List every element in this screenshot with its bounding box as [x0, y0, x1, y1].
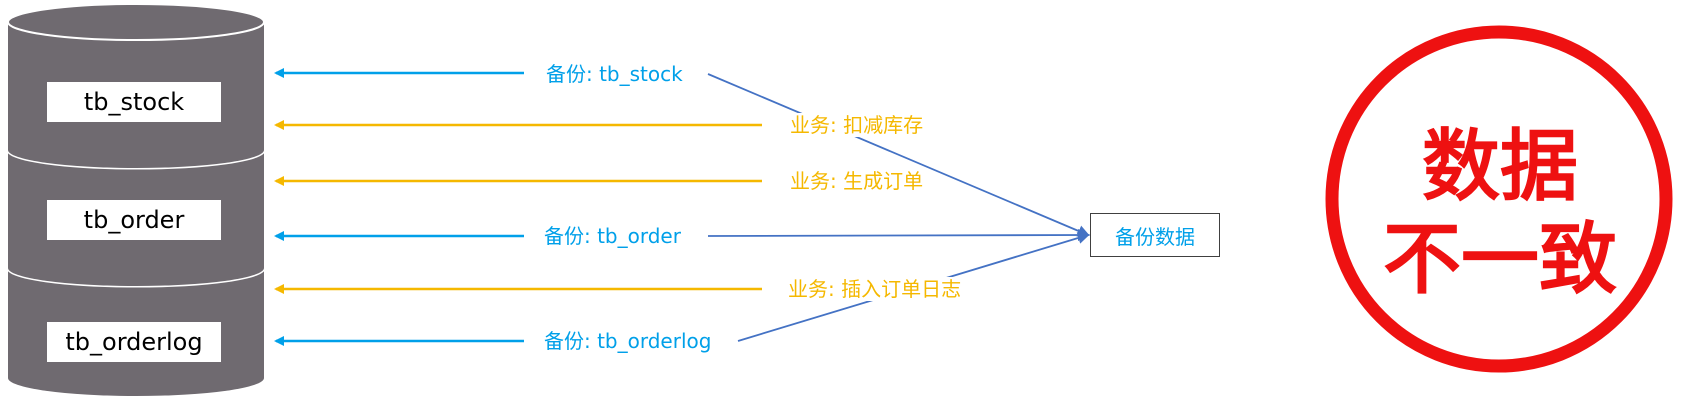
table-label-stock: tb_stock: [47, 82, 221, 122]
cylinder-top-cap: [7, 3, 265, 41]
arrow-label-backup-order: 备份: tb_order: [540, 224, 685, 248]
arrow-label-business-log: 业务: 插入订单日志: [784, 277, 966, 301]
database-cylinder: [6, 3, 266, 396]
result-circle: [1325, 25, 1673, 373]
result-text-line1: 数据: [1421, 122, 1578, 212]
backup-data-label: 备份数据: [1115, 224, 1195, 249]
table-label-orderlog: tb_orderlog: [47, 322, 221, 362]
arrow-label-backup-stock: 备份: tb_stock: [542, 62, 687, 86]
connector-order-to-backup: [707, 229, 1090, 242]
arrow-label-business-create: 业务: 生成订单: [786, 169, 928, 193]
result-text-line2: 不一致: [1382, 215, 1617, 305]
arrow-label-business-deduct: 业务: 扣减库存: [786, 113, 928, 137]
connector-stock-to-backup: [707, 73, 1090, 237]
backup-data-box: 备份数据: [1090, 213, 1220, 257]
table-label-order: tb_order: [47, 200, 221, 240]
arrow-label-backup-orderlog: 备份: tb_orderlog: [540, 329, 716, 353]
